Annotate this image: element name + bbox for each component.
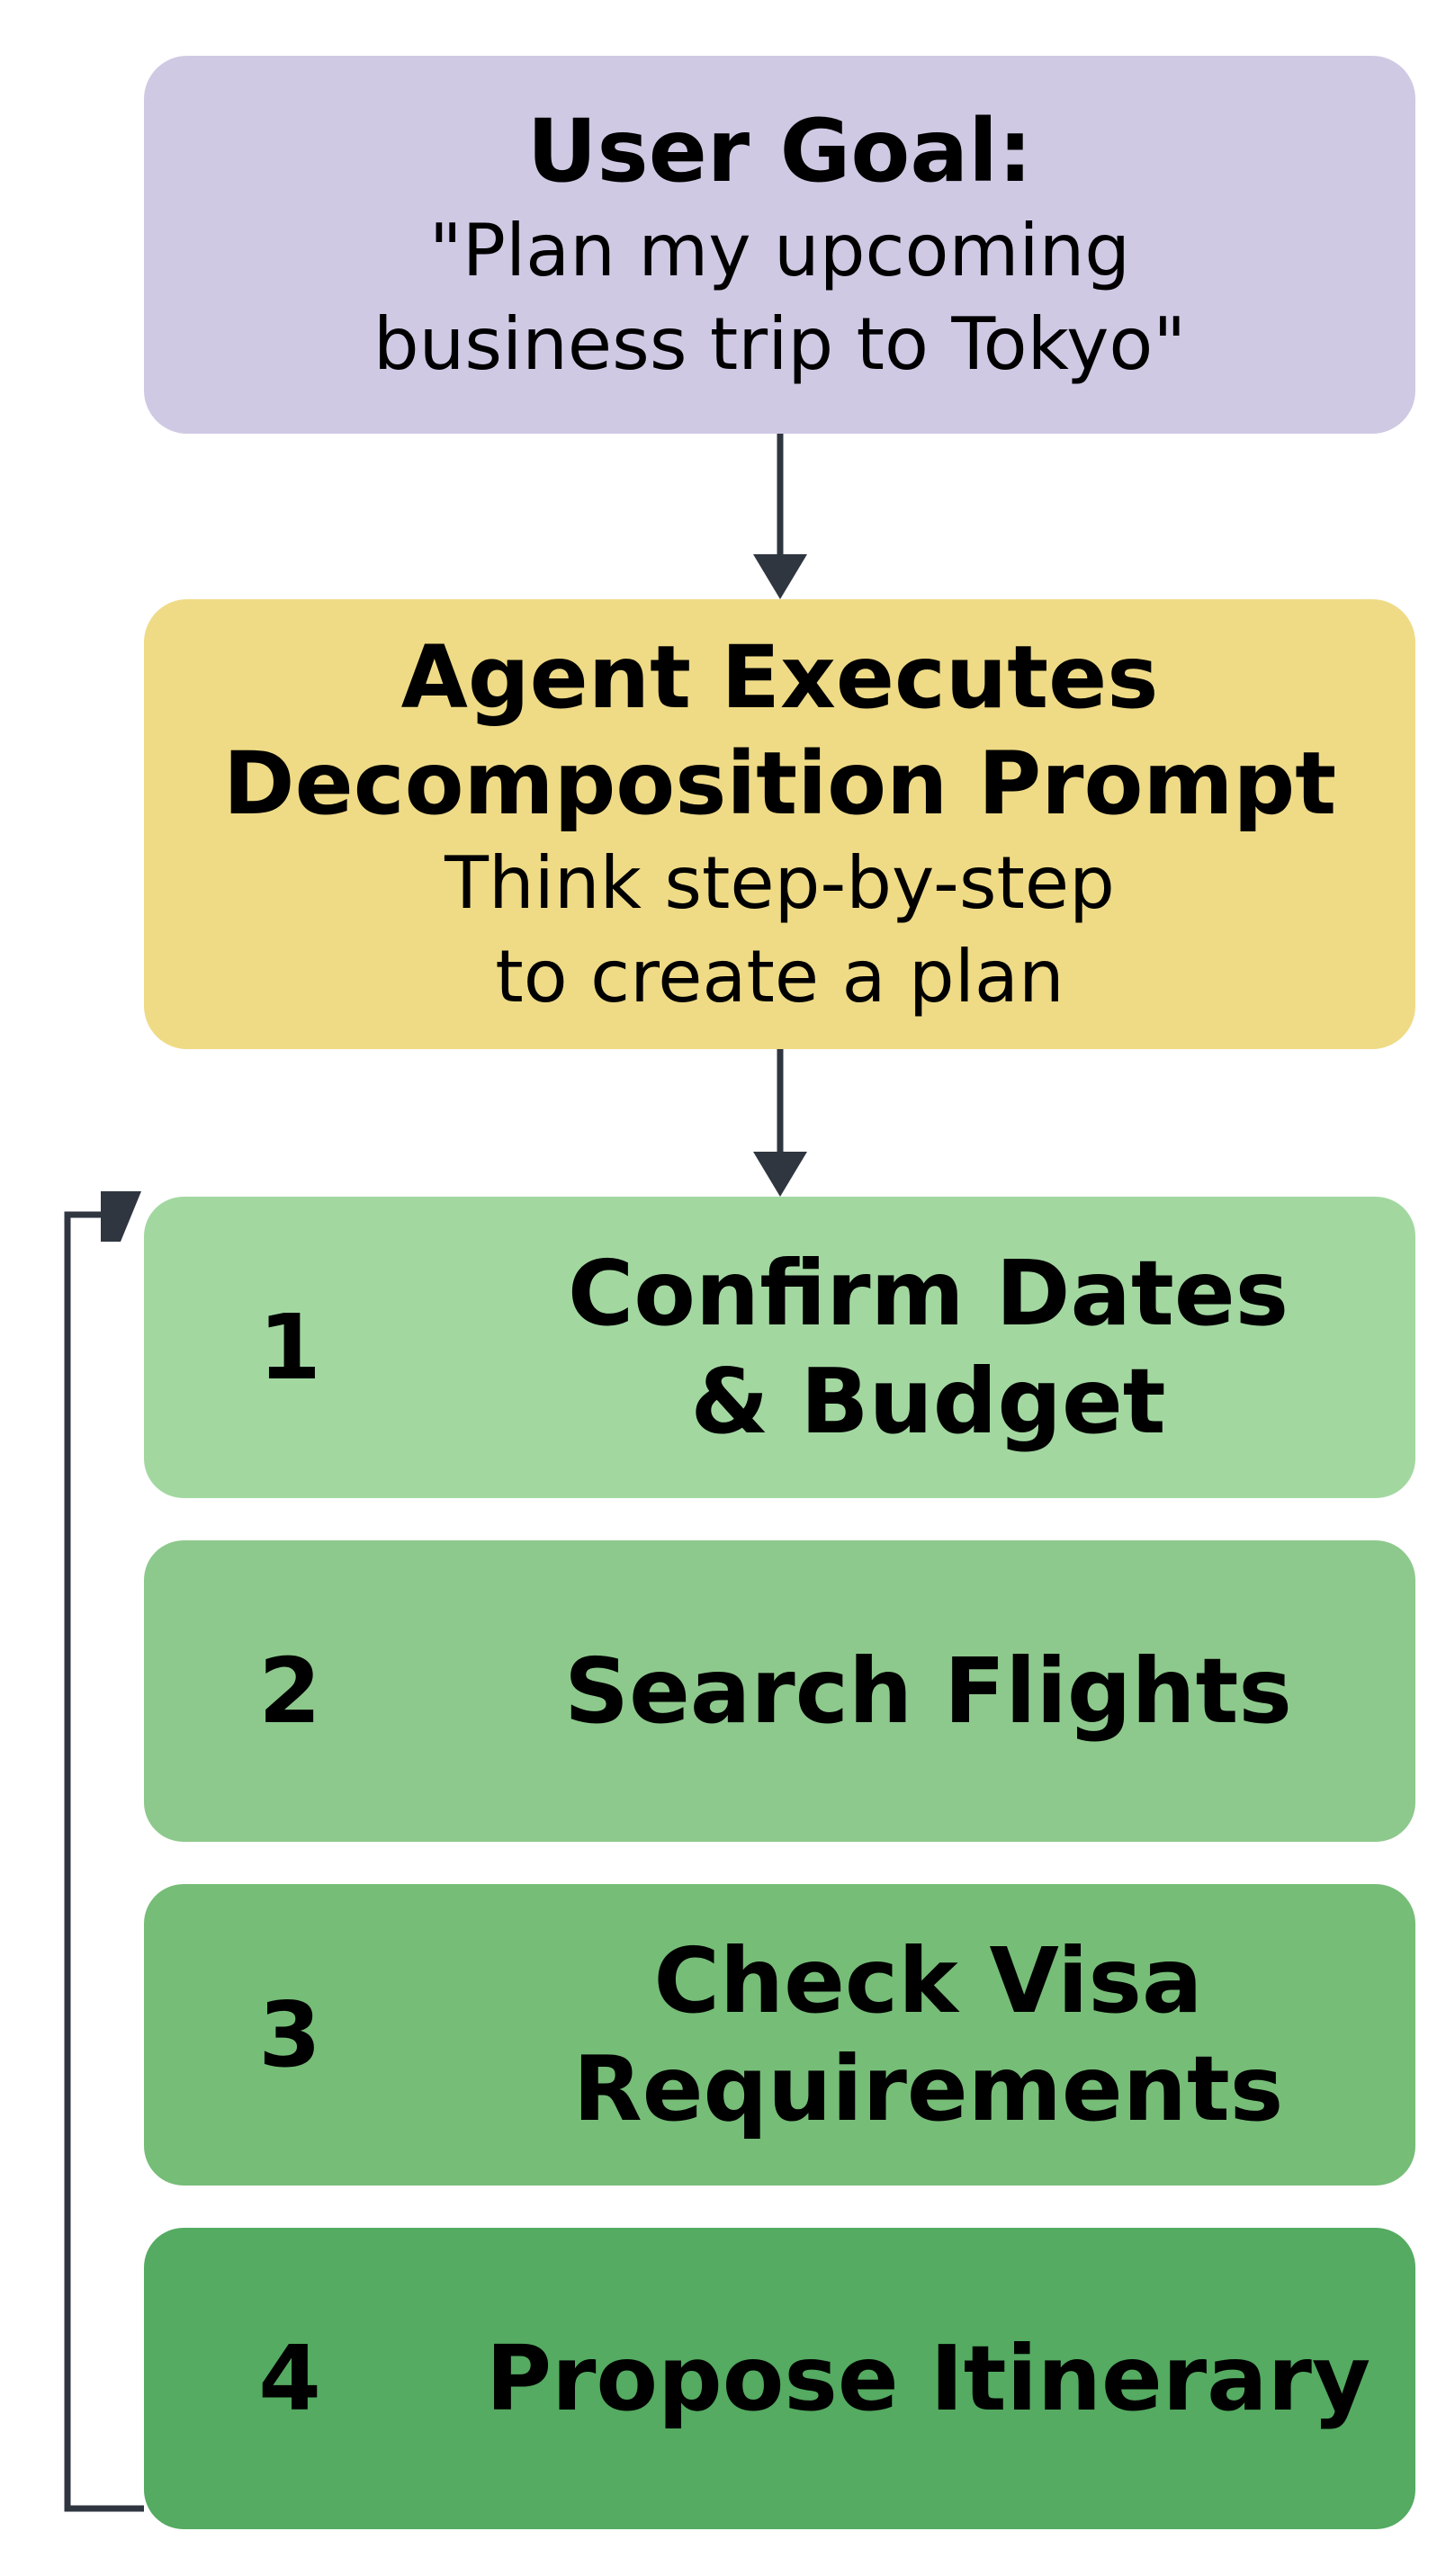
agent-text-line1: Think step-by-step	[445, 841, 1115, 925]
step-3-number: 3	[258, 1982, 321, 2087]
step-1-number: 1	[258, 1295, 321, 1400]
user-goal-title: User Goal:	[526, 101, 1033, 202]
step-1-box: 1 Confirm Dates & Budget	[144, 1197, 1415, 1498]
step-2-box: 2 Search Flights	[144, 1540, 1415, 1842]
step-2-label: Search Flights	[564, 1638, 1292, 1744]
step-2-number: 2	[258, 1638, 321, 1744]
user-goal-box: User Goal: "Plan my upcoming business tr…	[144, 56, 1415, 434]
user-goal-text-line1: "Plan my upcoming	[428, 209, 1131, 292]
step-4-number: 4	[258, 2326, 321, 2431]
step-4-label: Propose Itinerary	[485, 2325, 1371, 2431]
loop-back-arrow	[64, 1191, 144, 2512]
step-4-box: 4 Propose Itinerary	[144, 2228, 1415, 2529]
step-3-label: Check Visa Requirements	[572, 1927, 1284, 2141]
step-3-box: 3 Check Visa Requirements	[144, 1884, 1415, 2186]
agent-title-line1: Agent Executes	[400, 627, 1159, 728]
agent-decomposition-box: Agent Executes Decomposition Prompt Thin…	[144, 599, 1415, 1049]
watermark: 掘金技术社区 @ 数据智能老司机	[1092, 2532, 1435, 2559]
agent-text-line2: to create a plan	[495, 935, 1064, 1019]
user-goal-text-line2: business trip to Tokyo"	[373, 302, 1187, 386]
agent-title-line2: Decomposition Prompt	[222, 733, 1337, 834]
arrow-agent-to-steps	[753, 1049, 807, 1197]
step-1-label: Confirm Dates & Budget	[567, 1240, 1289, 1454]
arrow-goal-to-agent	[753, 434, 807, 599]
